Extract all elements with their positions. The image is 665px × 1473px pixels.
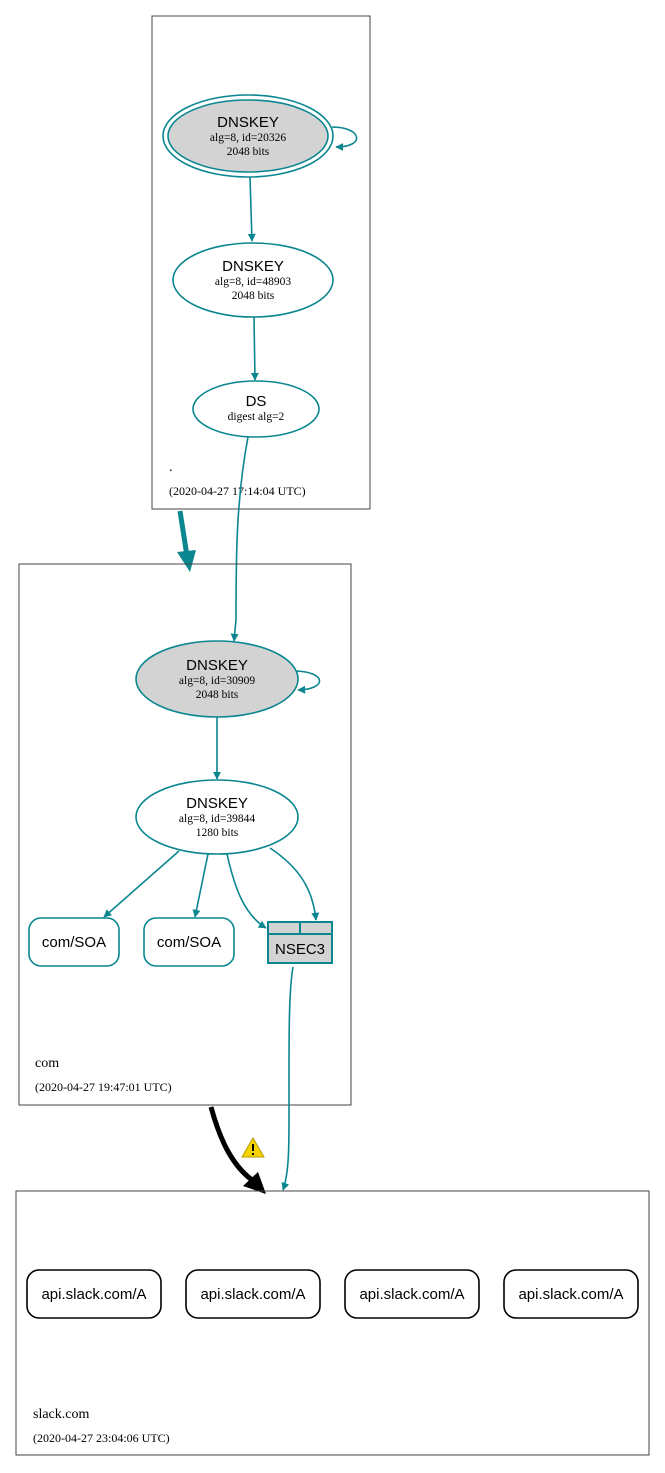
root-zone-name: . [169, 460, 173, 475]
slack-a-rrset-3[interactable]: api.slack.com/A [344, 1269, 480, 1319]
root-zone-timestamp: (2020-04-27 17:14:04 UTC) [169, 484, 306, 498]
root-dnskey-ksk-node[interactable]: DNSKEY alg=8, id=20326 2048 bits [162, 94, 334, 178]
com-zsk-title: DNSKEY [186, 795, 248, 812]
slack-a-2-label: api.slack.com/A [200, 1286, 305, 1303]
slack-a-rrset-2[interactable]: api.slack.com/A [185, 1269, 321, 1319]
slack-a-4-label: api.slack.com/A [518, 1286, 623, 1303]
zone-com-box [18, 563, 352, 1106]
zone-root: DNSKEY alg=8, id=20326 2048 bits DNSKEY … [151, 15, 371, 510]
com-zsk-alg-id: alg=8, id=39844 [179, 813, 255, 825]
root-ds-to-com-ksk-edge [230, 436, 249, 642]
root-ds-digest: digest alg=2 [228, 411, 285, 423]
com-dnskey-ksk-node[interactable]: DNSKEY alg=8, id=30909 2048 bits [135, 640, 299, 718]
slack-a-rrset-1[interactable]: api.slack.com/A [26, 1269, 162, 1319]
com-nsec3-label: NSEC3 [275, 941, 325, 958]
root-ksk-title: DNSKEY [217, 114, 279, 131]
com-soa-rrset-2[interactable]: com/SOA [143, 917, 235, 967]
root-ds-node[interactable]: DS digest alg=2 [192, 380, 320, 438]
com-nsec3-to-slack-zone-edge [281, 966, 294, 1191]
zone-slack-box [15, 1190, 650, 1456]
slack-a-rrset-4[interactable]: api.slack.com/A [503, 1269, 639, 1319]
com-ksk-title: DNSKEY [186, 657, 248, 674]
slack-zone-timestamp: (2020-04-27 23:04:06 UTC) [33, 1431, 170, 1445]
com-zsk-to-soa-2-edge [192, 853, 209, 918]
root-zsk-to-ds-edge [250, 316, 259, 381]
com-zsk-to-nsec3-edge-1 [226, 853, 267, 929]
com-zone-name: com [35, 1056, 59, 1071]
zone-slack: api.slack.com/A api.slack.com/A api.slac… [15, 1190, 650, 1456]
root-ksk-to-zsk-edge [247, 176, 256, 242]
slack-zone-name: slack.com [33, 1407, 89, 1422]
com-soa-2-label: com/SOA [157, 934, 221, 951]
root-zsk-title: DNSKEY [222, 258, 284, 275]
delegation-com-to-slack [208, 1106, 266, 1194]
com-dnskey-zsk-node[interactable]: DNSKEY alg=8, id=39844 1280 bits [135, 779, 299, 855]
slack-a-1-label: api.slack.com/A [41, 1286, 146, 1303]
zone-root-box [151, 15, 371, 510]
com-ksk-self-signature-edge [295, 670, 321, 694]
com-zsk-to-nsec3-edge-2 [269, 847, 320, 921]
root-ksk-bits: 2048 bits [227, 146, 270, 158]
com-zone-timestamp: (2020-04-27 19:47:01 UTC) [35, 1080, 172, 1094]
com-zsk-bits: 1280 bits [196, 827, 239, 839]
root-zsk-bits: 2048 bits [232, 290, 275, 302]
com-zsk-to-soa-1-edge [103, 850, 180, 918]
root-ds-title: DS [246, 393, 267, 410]
com-ksk-alg-id: alg=8, id=30909 [179, 675, 255, 687]
root-dnskey-zsk-node[interactable]: DNSKEY alg=8, id=48903 2048 bits [172, 242, 334, 318]
zone-com: DNSKEY alg=8, id=30909 2048 bits DNSKEY … [18, 563, 352, 1106]
slack-a-3-label: api.slack.com/A [359, 1286, 464, 1303]
com-soa-rrset-1[interactable]: com/SOA [28, 917, 120, 967]
com-soa-1-label: com/SOA [42, 934, 106, 951]
delegation-root-to-com [177, 510, 196, 572]
root-zsk-alg-id: alg=8, id=48903 [215, 276, 291, 288]
com-ksk-bits: 2048 bits [196, 689, 239, 701]
root-ksk-alg-id: alg=8, id=20326 [210, 132, 286, 144]
root-ksk-self-signature-edge [331, 126, 358, 151]
com-nsec3-node[interactable]: NSEC3 [267, 921, 333, 964]
warning-triangle-icon[interactable] [241, 1137, 265, 1158]
